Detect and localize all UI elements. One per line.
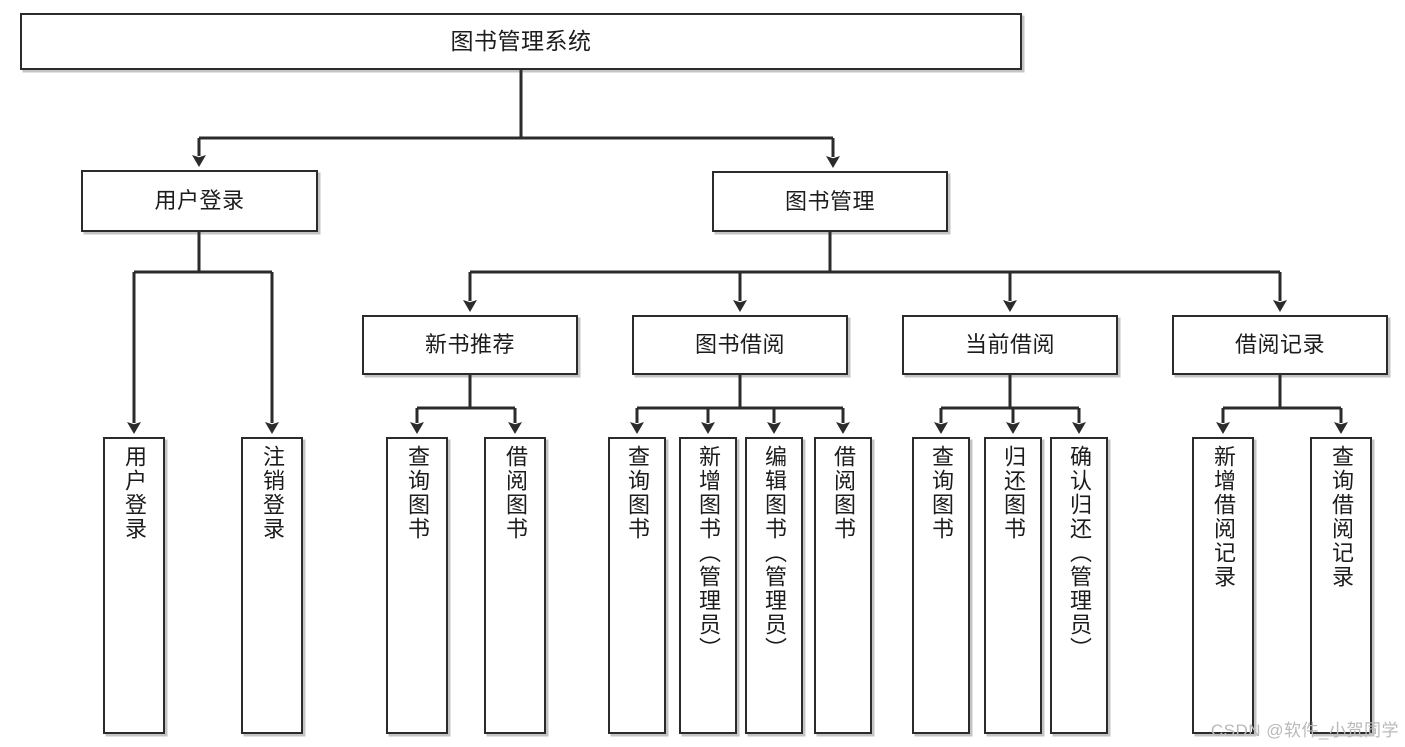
node-label: 新增图书（管理员） (696, 445, 721, 661)
leaf-node[interactable]: 查询图书 (386, 437, 448, 734)
node-label: 图书管理系统 (450, 27, 592, 54)
node-label: 借阅记录 (1234, 332, 1325, 358)
node-label: 用户登录 (154, 188, 245, 214)
node-label: 图书借阅 (694, 332, 785, 358)
node-label: 确认归还（管理员） (1067, 445, 1092, 661)
node-user-login[interactable]: 用户登录 (81, 170, 318, 232)
node-root[interactable]: 图书管理系统 (20, 13, 1022, 70)
leaf-node[interactable]: 借阅图书 (814, 437, 872, 734)
node-current-borrow[interactable]: 当前借阅 (902, 315, 1118, 375)
watermark: CSDN @软件_小贺同学 (1210, 721, 1399, 740)
node-book-management[interactable]: 图书管理 (712, 171, 948, 232)
node-label: 查询图书 (929, 445, 954, 541)
node-label: 用户登录 (122, 445, 147, 541)
leaf-node[interactable]: 查询图书 (912, 437, 970, 734)
node-label: 新增借阅记录 (1211, 445, 1236, 589)
node-label: 当前借阅 (964, 332, 1055, 358)
node-label: 借阅图书 (503, 445, 528, 541)
node-label: 归还图书 (1001, 445, 1026, 541)
leaf-node[interactable]: 确认归还（管理员） (1050, 437, 1108, 734)
node-label: 注销登录 (260, 445, 285, 541)
node-borrow-record[interactable]: 借阅记录 (1172, 315, 1388, 375)
node-new-book-recommend[interactable]: 新书推荐 (362, 315, 578, 375)
leaf-node[interactable]: 注销登录 (241, 437, 303, 734)
node-label: 编辑图书（管理员） (762, 445, 787, 661)
leaf-node[interactable]: 用户登录 (103, 437, 165, 734)
node-label: 图书管理 (784, 188, 875, 214)
node-label: 查询图书 (405, 445, 430, 541)
node-label: 查询图书 (625, 445, 650, 541)
leaf-node[interactable]: 查询借阅记录 (1310, 437, 1372, 734)
leaf-node[interactable]: 查询图书 (608, 437, 666, 734)
node-book-borrow[interactable]: 图书借阅 (632, 315, 848, 375)
leaf-node[interactable]: 新增借阅记录 (1192, 437, 1254, 734)
leaf-node[interactable]: 新增图书（管理员） (679, 437, 737, 734)
node-label: 借阅图书 (831, 445, 856, 541)
node-label: 查询借阅记录 (1329, 445, 1354, 589)
leaf-node[interactable]: 归还图书 (984, 437, 1042, 734)
leaf-node[interactable]: 编辑图书（管理员） (745, 437, 803, 734)
node-label: 新书推荐 (424, 332, 515, 358)
leaf-node[interactable]: 借阅图书 (484, 437, 546, 734)
